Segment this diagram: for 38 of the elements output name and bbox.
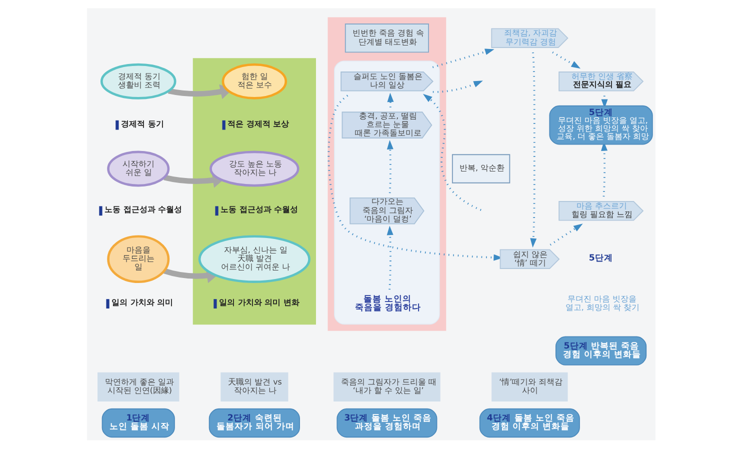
arrow [552,51,580,69]
arrow [549,224,582,246]
node-label: 일의 가치와 의미 [111,298,173,307]
node-label: 경제적 동기 [120,119,164,128]
node-box: 5단계 무뎌진 마음 빗장을 열고, 성장 위한 희망의 싹 찾아 교육, 더 좋은 돌봄자 희망 [548,105,652,145]
node-label: 노동 접근성과 수월성 [104,205,182,214]
node-ellipse: 마음을 두드리는 일 [106,235,170,283]
node-box: ‘情’떼기와 죄책감 사이 [491,372,568,402]
node-ellipse: 험한 일 적은 보수 [221,63,287,100]
node-box: 1단계 노인 돌봄 시작 [101,408,174,438]
node-text: 돌봄 노인의 죽음을 경험하다 [354,294,420,313]
arrow [386,226,393,290]
node-label: 적은 경제적 보상 [227,119,289,128]
cluster [327,17,446,331]
node-box: 5단계 반복된 죽음 경험 이후의 변화들 [554,336,646,366]
arrow [422,94,481,211]
node-ellipse: 시작하기 쉬운 일 [106,150,170,187]
arrow [432,48,494,68]
cluster [192,58,316,325]
label: 무뎌진 마음 빗장을 열고, 희망의 싹 찾기 [564,294,639,312]
node-label: 노동 접근성과 수월성 [220,205,298,214]
node-box: 막연하게 좋은 일과 시작된 인연(因緣) [97,372,179,402]
node-box: 빈번한 죽음 경험 속 단계별 태도변화 [344,24,428,53]
node-box: 3단계 돌봄 노인 죽음 과정을 경험하며 [336,408,437,438]
node-box: 2단계 숙련된 돌봄자가 되어 가며 [208,408,300,438]
node-box: 반복, 악순환 [451,154,510,184]
node-ellipse: 경제적 동기 생활비 조력 [100,63,176,100]
arrow [386,140,393,194]
arrow [386,92,394,108]
node-box: 죽음의 그림자가 드리울 때 ‘내가 할 수 있는 일’ [333,372,440,402]
node-box: 天職의 발견 vs 작아지는 나 [220,372,288,402]
label: 5단계 [588,254,612,264]
arrow [530,52,536,248]
arrow [422,80,482,102]
cluster [334,60,440,325]
node-label: 일의 가치와 의미 변화 [218,298,299,307]
node-box: 4단계 돌봄 노인 죽음 경험 이후의 변화들 [478,408,580,438]
arrow [327,94,502,261]
